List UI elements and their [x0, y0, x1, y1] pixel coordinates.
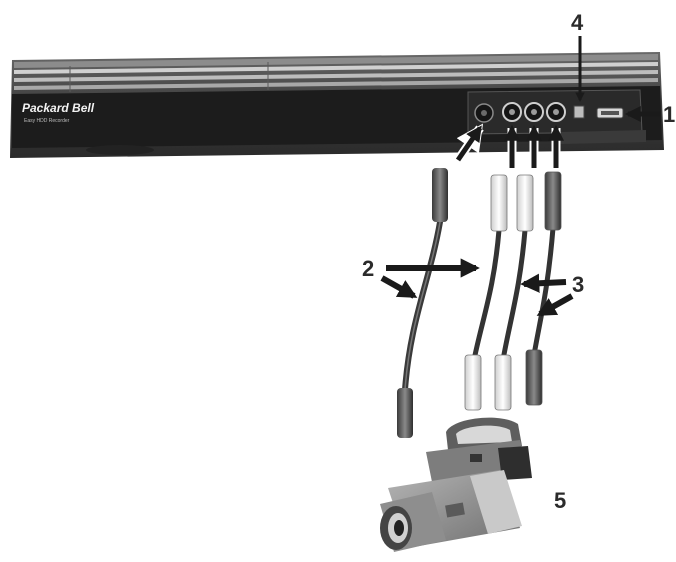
brand-logo: Packard Bell — [22, 101, 95, 115]
rca-plug-audio-left-bottom — [494, 354, 512, 411]
rca-cable-video — [464, 174, 508, 411]
s-video-port — [474, 103, 494, 123]
viewfinder — [498, 446, 532, 480]
rca-plug-video-bottom — [464, 354, 482, 411]
audio-right-port — [546, 102, 566, 122]
rca-plug-audio-right-bottom — [525, 349, 543, 406]
s-video-plug-bottom — [397, 388, 413, 438]
composite-video-port — [502, 102, 522, 122]
callout-2: 2 — [362, 256, 374, 281]
callout-3: 3 — [572, 272, 584, 297]
s-video-plug-top — [432, 168, 448, 222]
callout-5: 5 — [554, 488, 566, 513]
callout-arrows — [380, 36, 660, 317]
callout-4: 4 — [571, 10, 584, 35]
rca-plug-video-top — [490, 174, 508, 232]
model-label: Easy HDD Recorder — [24, 118, 70, 124]
callout-1: 1 — [663, 102, 675, 127]
rca-cable-audio-left — [494, 174, 534, 411]
audio-left-port — [524, 102, 544, 122]
rca-plug-audio-left-top — [516, 174, 534, 232]
s-video-cable — [397, 168, 448, 438]
hdd-recorder: Packard Bell Easy HDD Recorder — [10, 52, 664, 158]
rca-plug-audio-right-top — [544, 171, 562, 231]
dv-port — [573, 105, 585, 119]
camcorder — [380, 417, 532, 552]
rca-cable-audio-right — [525, 171, 562, 406]
connection-arrows — [454, 123, 565, 168]
